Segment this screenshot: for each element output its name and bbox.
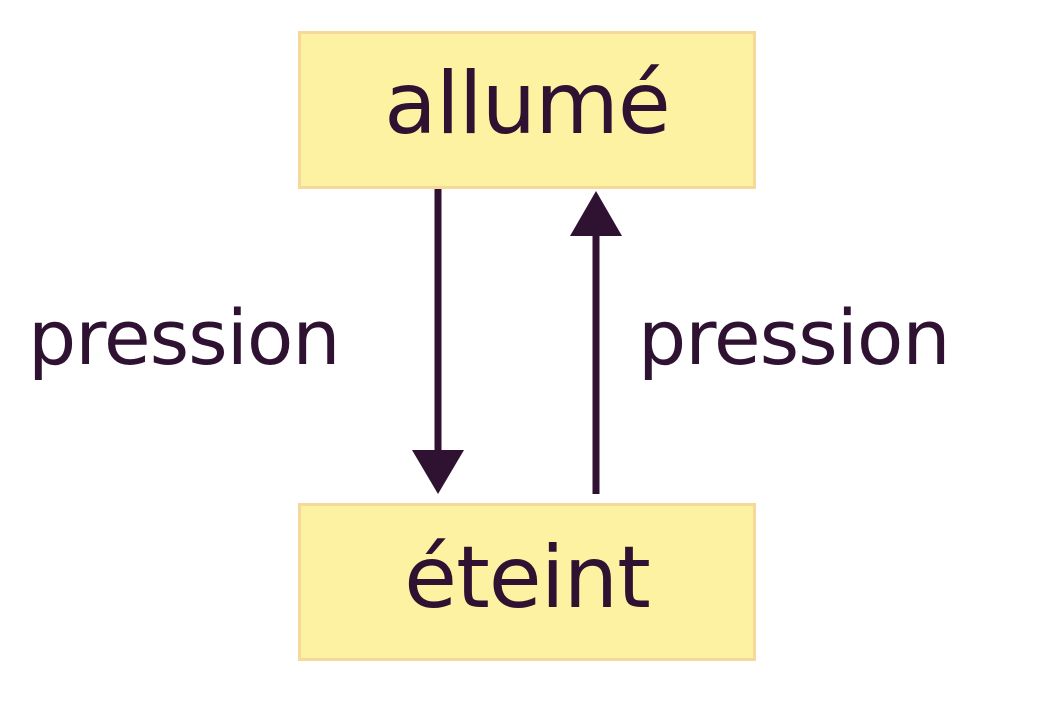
state-label-off: éteint [404,528,651,628]
state-label-on: allumé [384,54,671,154]
transition-label-up: pression [638,293,951,382]
state-box-on: allumé [298,31,756,189]
arrow-down [412,189,464,494]
arrow-down-head [412,450,464,494]
arrow-up-head [570,191,622,236]
transition-label-down: pression [28,293,341,382]
state-box-off: éteint [298,503,756,661]
arrow-up [570,191,622,494]
